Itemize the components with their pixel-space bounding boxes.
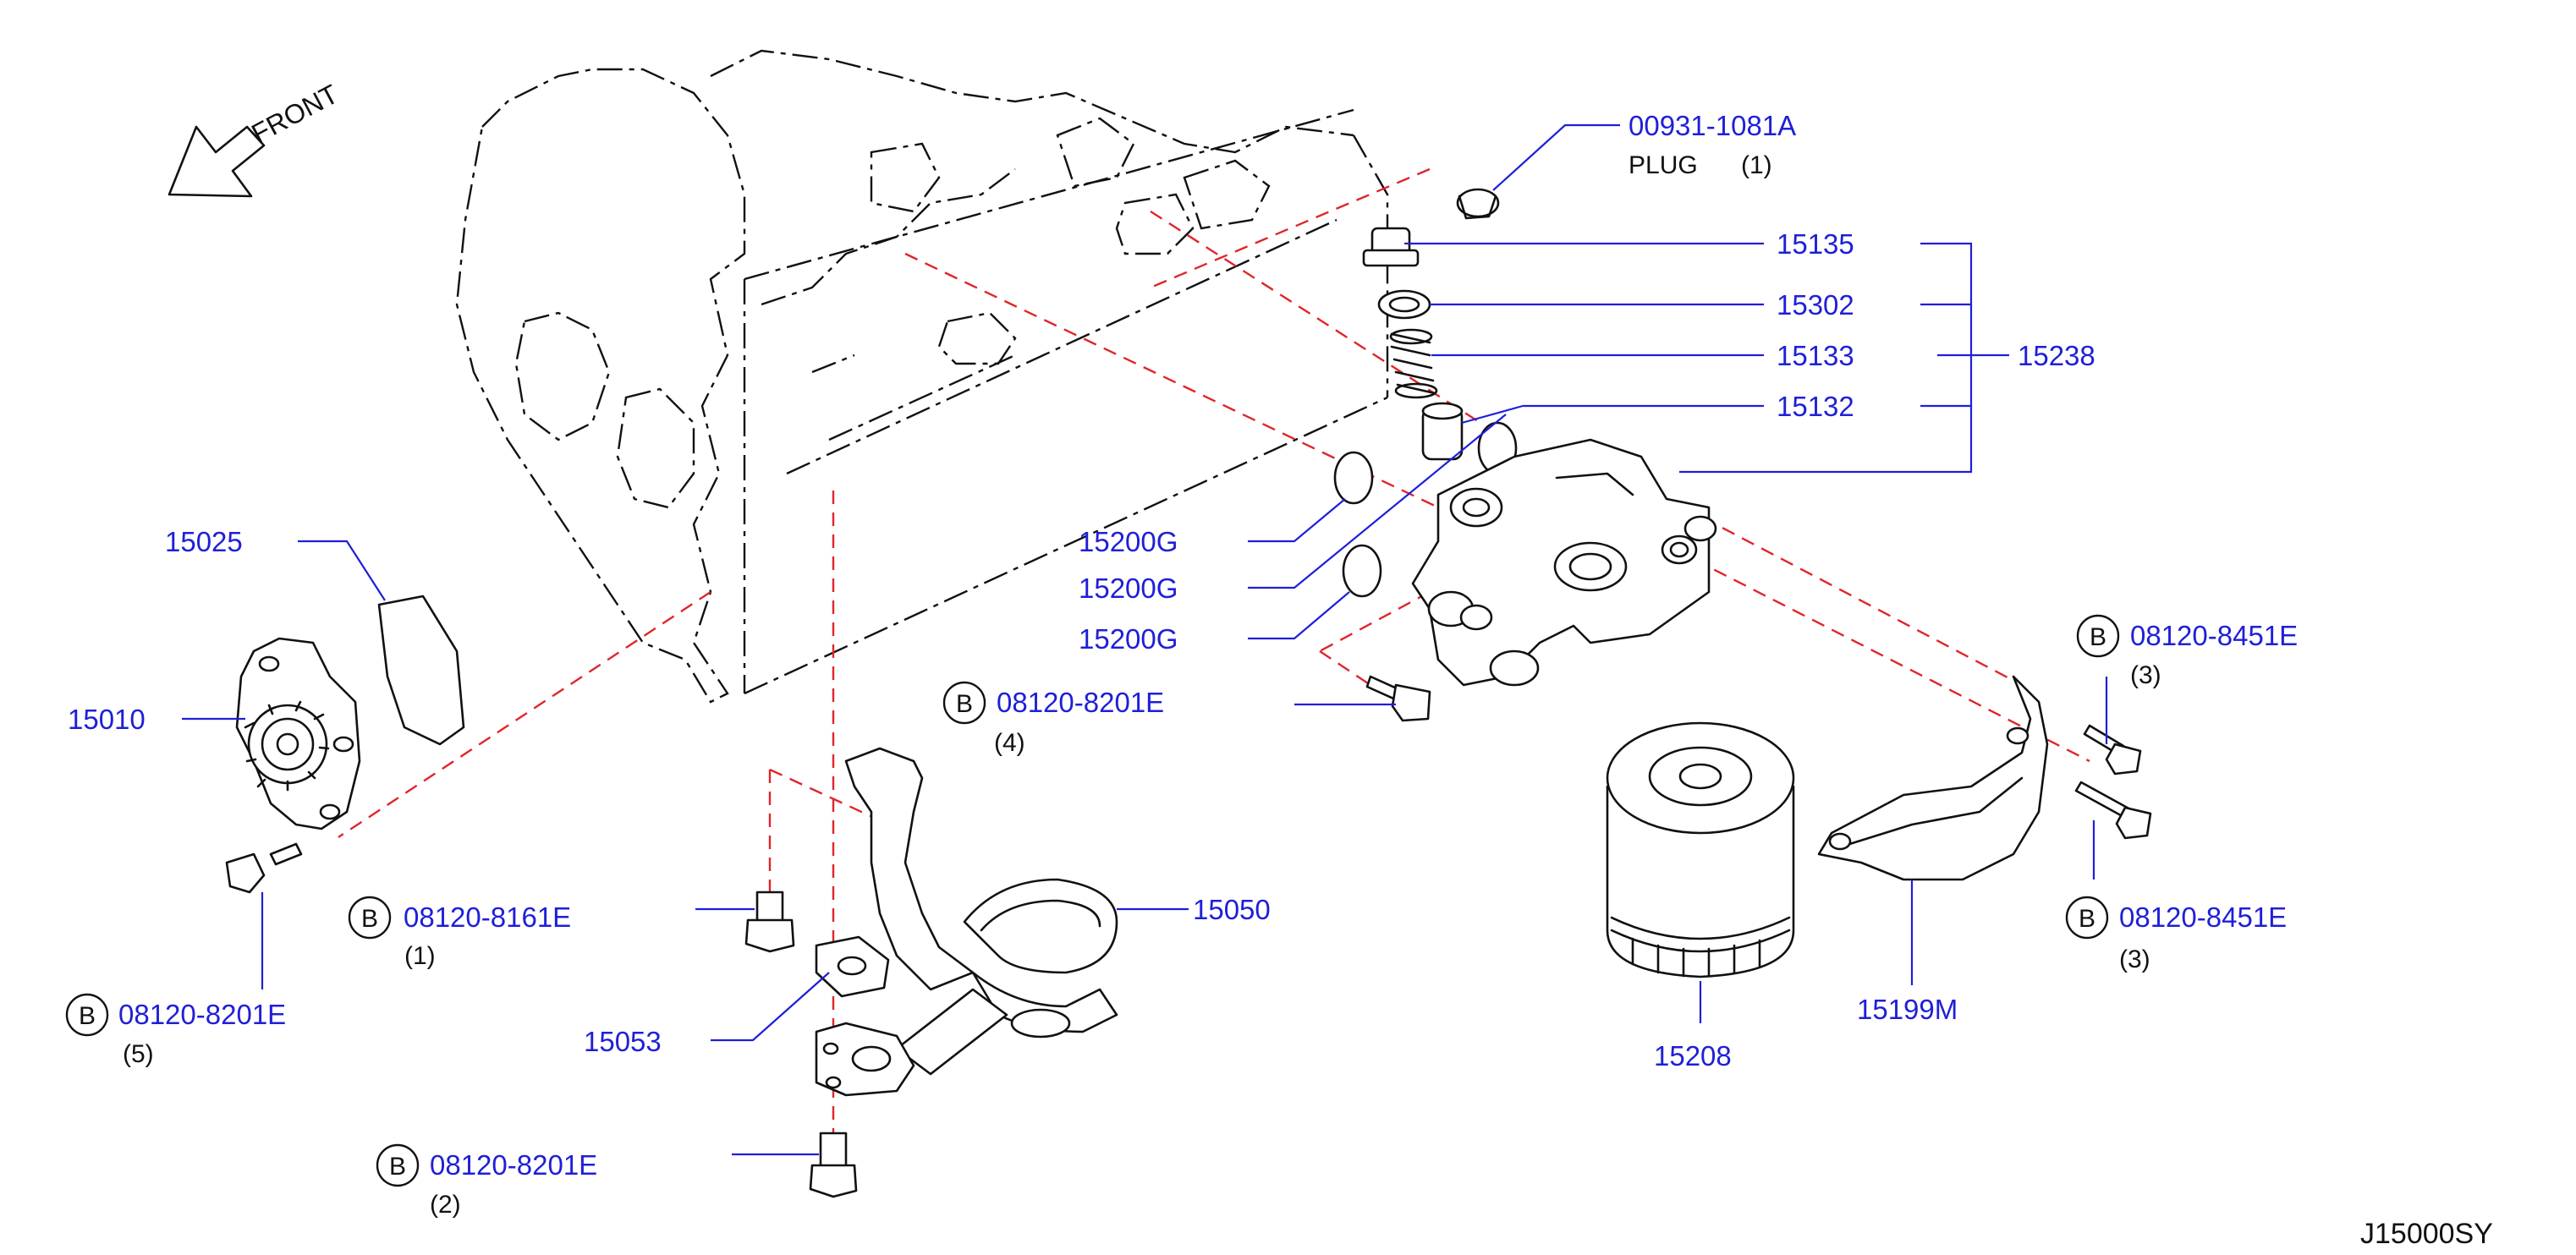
callout-15200g-3[interactable]: 15200G (1079, 623, 1178, 655)
bolt-prefix: B (2079, 905, 2095, 933)
assembly-lines (338, 167, 2090, 1176)
bolt-callout-8451-bottom[interactable]: B 08120-8451E (3) (2065, 896, 2287, 973)
plug-part-number[interactable]: 00931-1081A (1629, 110, 1796, 141)
callout-15302[interactable]: 15302 (1777, 289, 1854, 321)
bolt-prefix: B (2090, 623, 2106, 651)
bolt-prefix: B (389, 1153, 406, 1181)
callout-15200g-1[interactable]: 15200G (1079, 526, 1178, 557)
o-rings (1333, 421, 1518, 598)
drawing-code: J15000SY (2360, 1218, 2493, 1250)
bolt-part-number: 08120-8201E (430, 1149, 597, 1181)
oil-filter-bracket (1411, 438, 1717, 687)
bracket-bolt (1365, 675, 1431, 722)
bolt-prefix: B (79, 1002, 96, 1030)
shield-bolt-upper (2083, 724, 2142, 775)
strainer-bolt-upper (744, 891, 795, 953)
bolt-qty: (3) (2130, 661, 2161, 689)
callout-15132[interactable]: 15132 (1777, 391, 1854, 422)
strainer-bolt-lower (809, 1132, 858, 1198)
front-label: FRONT (246, 79, 343, 150)
bolt-part-number: 08120-8451E (2130, 620, 2298, 651)
callout-15133[interactable]: 15133 (1777, 340, 1854, 371)
strainer-flange (815, 1022, 915, 1097)
bolt-prefix: B (956, 690, 973, 718)
heat-shield (1817, 675, 2049, 881)
callout-15199m[interactable]: 15199M (1857, 994, 1958, 1025)
oil-pump (235, 637, 361, 830)
plug-qty: (1) (1741, 151, 1772, 179)
bolt-callout-8451-top[interactable]: B 08120-8451E (3) (2076, 614, 2298, 689)
bolt-qty: (3) (2119, 945, 2150, 973)
bolt-part-number: 08120-8201E (118, 999, 286, 1030)
bolt-part-number: 08120-8451E (2119, 902, 2287, 933)
bolt-callout-8201-5[interactable]: B 08120-8201E (5) (65, 993, 286, 1068)
bolt-callout-8161-1[interactable]: B 08120-8161E (1) (348, 896, 571, 970)
spring (1389, 328, 1438, 399)
bolt-qty: (2) (430, 1191, 461, 1219)
callout-15135[interactable]: 15135 (1777, 228, 1854, 260)
callout-15238[interactable]: 15238 (2018, 340, 2095, 371)
plug-part (1456, 188, 1500, 220)
strainer-gasket (815, 935, 890, 998)
relief-valve-cap (1362, 227, 1420, 267)
bolt-part-number: 08120-8201E (997, 687, 1164, 718)
pump-bolt (225, 842, 303, 894)
callout-15208[interactable]: 15208 (1654, 1040, 1732, 1071)
oil-strainer (844, 747, 1118, 1076)
bolt-callout-8201-4[interactable]: B 08120-8201E (4) (942, 681, 1164, 757)
bolt-qty: (1) (404, 942, 436, 970)
leader-lines (182, 123, 2108, 1156)
washer (1377, 289, 1431, 320)
callout-15050[interactable]: 15050 (1193, 894, 1271, 925)
bolt-callout-8201-2[interactable]: B 08120-8201E (2) (376, 1143, 597, 1219)
engine-block-outline (455, 49, 1389, 704)
plug-name: PLUG (1629, 151, 1698, 179)
oil-pump-gasket (377, 595, 465, 746)
bolt-prefix: B (361, 905, 378, 933)
bolt-qty: (4) (994, 729, 1025, 757)
callout-15010[interactable]: 15010 (68, 704, 146, 735)
callout-15200g-2[interactable]: 15200G (1079, 573, 1178, 604)
bolt-part-number: 08120-8161E (404, 902, 571, 933)
callout-15025[interactable]: 15025 (165, 526, 243, 557)
front-arrow-icon (168, 125, 266, 198)
bolt-qty: (5) (123, 1040, 154, 1068)
relief-valve (1421, 402, 1464, 461)
shield-bolt-lower (2074, 781, 2152, 840)
oil-filter (1606, 721, 1795, 978)
callout-15053[interactable]: 15053 (584, 1026, 662, 1057)
